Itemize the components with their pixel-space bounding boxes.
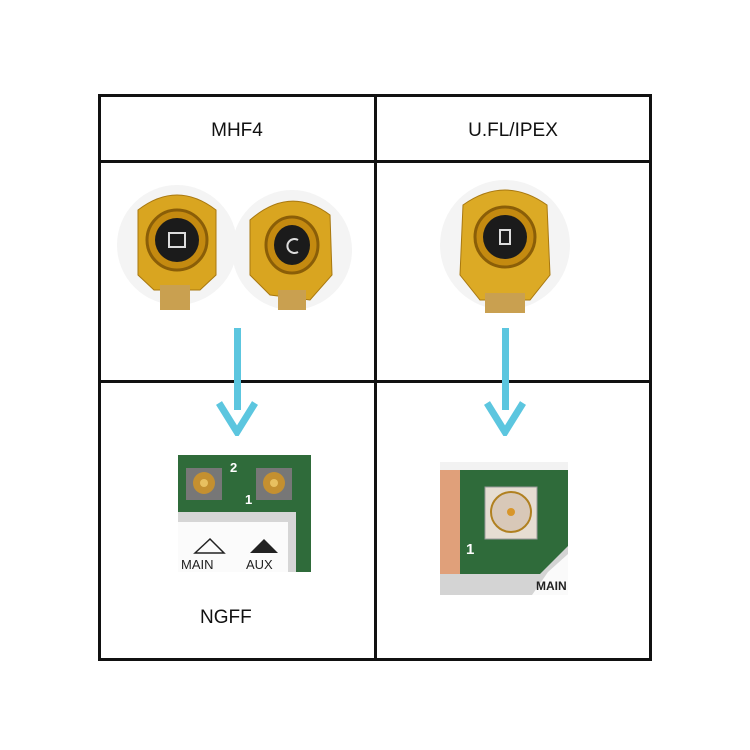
ngff-board-image: 2 1 MAIN AUX: [178, 450, 311, 572]
board-label-1: 1: [466, 541, 474, 558]
header-ufl-ipex: U.FL/IPEX: [468, 120, 558, 141]
arrow-down-icon-right: [484, 328, 526, 436]
main-triangle-icon: [193, 537, 226, 554]
ufl-board-image: 1 MAIN: [440, 462, 568, 595]
board-label-aux: AUX: [246, 557, 273, 572]
arrow-down-icon-left: [216, 328, 258, 436]
mhf4-connector-images: [117, 185, 352, 310]
header-mhf4: MHF4: [211, 120, 263, 141]
board-label-2: 2: [230, 460, 237, 475]
header-row-divider: [98, 160, 649, 163]
board-label-1: 1: [245, 492, 252, 507]
column-divider: [374, 94, 377, 658]
mhf4-socket-2: [186, 468, 222, 500]
row-divider: [98, 380, 649, 383]
board-label-main: MAIN: [181, 557, 214, 572]
board-label-main: MAIN: [536, 579, 567, 593]
aux-triangle-icon: [250, 539, 278, 553]
mhf4-connector-angled-image: [232, 190, 352, 310]
ngff-caption: NGFF: [200, 607, 252, 628]
ufl-connector-image: [440, 180, 570, 313]
mhf4-connector-front-image: [117, 185, 237, 310]
mhf4-socket-1: [256, 468, 292, 500]
